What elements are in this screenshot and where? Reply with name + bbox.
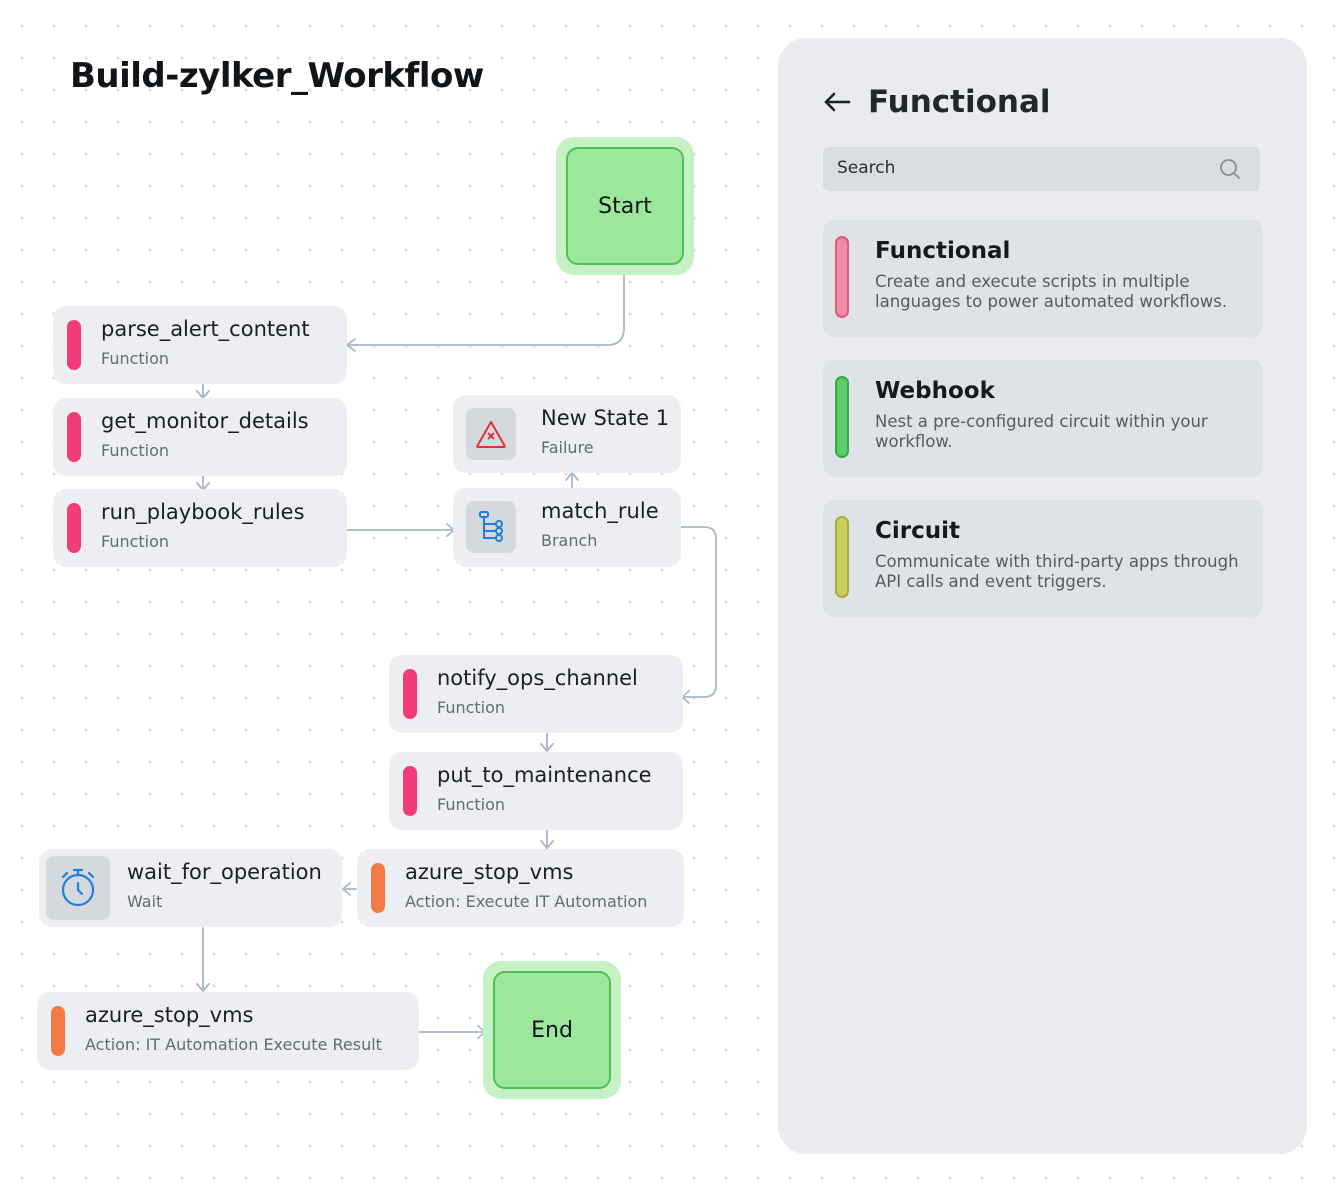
node-get-monitor-details[interactable]: get_monitor_details Function: [54, 399, 346, 475]
failure-icon: [466, 408, 516, 460]
node-type: Failure: [541, 438, 594, 457]
node-type: Function: [101, 532, 170, 551]
node-type: Function: [437, 698, 506, 717]
branch-icon: [466, 501, 516, 553]
node-azure-stop-vms-result[interactable]: azure_stop_vms Action: IT Automation Exe…: [38, 993, 418, 1069]
node-match-rule[interactable]: match_rule Branch: [454, 489, 680, 566]
card-color-bar: [835, 376, 849, 458]
palette-card-webhook[interactable]: Webhook Nest a pre-configured circuit wi…: [823, 360, 1263, 477]
card-color-bar: [835, 516, 849, 598]
card-color-bar: [835, 236, 849, 318]
function-bar: [67, 320, 81, 370]
search-icon[interactable]: [1218, 157, 1242, 181]
card-description: Create and execute scripts in multiple l…: [875, 272, 1228, 311]
card-description: Communicate with third-party apps throug…: [875, 552, 1239, 591]
node-name: notify_ops_channel: [437, 666, 638, 690]
node-type: Action: IT Automation Execute Result: [85, 1035, 382, 1054]
card-title: Functional: [875, 238, 1011, 264]
card-description: Nest a pre-configured circuit within you…: [875, 412, 1208, 451]
palette-card-functional[interactable]: Functional Create and execute scripts in…: [823, 220, 1263, 337]
back-arrow-icon[interactable]: [822, 90, 852, 114]
node-name: match_rule: [541, 499, 659, 523]
node-notify-ops-channel[interactable]: notify_ops_channel Function: [390, 656, 682, 732]
function-bar: [403, 669, 417, 719]
node-new-state-1[interactable]: New State 1 Failure: [454, 396, 680, 472]
function-bar: [67, 503, 81, 553]
node-type: Action: Execute IT Automation: [405, 892, 648, 911]
start-node[interactable]: Start: [556, 137, 694, 275]
node-name: azure_stop_vms: [85, 1003, 254, 1027]
workflow-title: Build-zylker_Workflow: [70, 56, 484, 96]
node-type: Wait: [127, 892, 163, 911]
node-name: azure_stop_vms: [405, 860, 574, 884]
end-node[interactable]: End: [483, 961, 621, 1099]
node-name: get_monitor_details: [101, 409, 309, 433]
action-bar: [51, 1006, 65, 1056]
card-title: Circuit: [875, 518, 960, 544]
action-bar: [371, 863, 385, 913]
end-label: End: [493, 971, 611, 1089]
node-wait-for-operation[interactable]: wait_for_operation Wait: [40, 850, 341, 926]
node-azure-stop-vms[interactable]: azure_stop_vms Action: Execute IT Automa…: [358, 850, 683, 926]
node-type: Function: [437, 795, 506, 814]
function-bar: [67, 412, 81, 462]
timer-icon: [46, 856, 110, 920]
palette-card-circuit[interactable]: Circuit Communicate with third-party app…: [823, 500, 1263, 617]
node-type: Function: [101, 349, 170, 368]
start-label: Start: [566, 147, 684, 265]
node-name: wait_for_operation: [127, 860, 322, 884]
node-run-playbook-rules[interactable]: run_playbook_rules Function: [54, 490, 346, 566]
node-put-to-maintenance[interactable]: put_to_maintenance Function: [390, 753, 682, 829]
node-name: parse_alert_content: [101, 317, 310, 341]
card-title: Webhook: [875, 378, 995, 404]
panel-header: Functional: [822, 84, 1051, 120]
search-placeholder: Search: [837, 158, 896, 178]
panel-title: Functional: [868, 84, 1051, 120]
node-type: Branch: [541, 531, 598, 550]
node-palette-panel: Functional Search Functional Create and …: [778, 38, 1307, 1154]
node-parse-alert-content[interactable]: parse_alert_content Function: [54, 307, 346, 383]
node-type: Function: [101, 441, 170, 460]
node-name: put_to_maintenance: [437, 763, 652, 787]
node-name: run_playbook_rules: [101, 500, 305, 524]
node-name: New State 1: [541, 406, 670, 430]
function-bar: [403, 766, 417, 816]
search-input[interactable]: Search: [823, 147, 1260, 191]
